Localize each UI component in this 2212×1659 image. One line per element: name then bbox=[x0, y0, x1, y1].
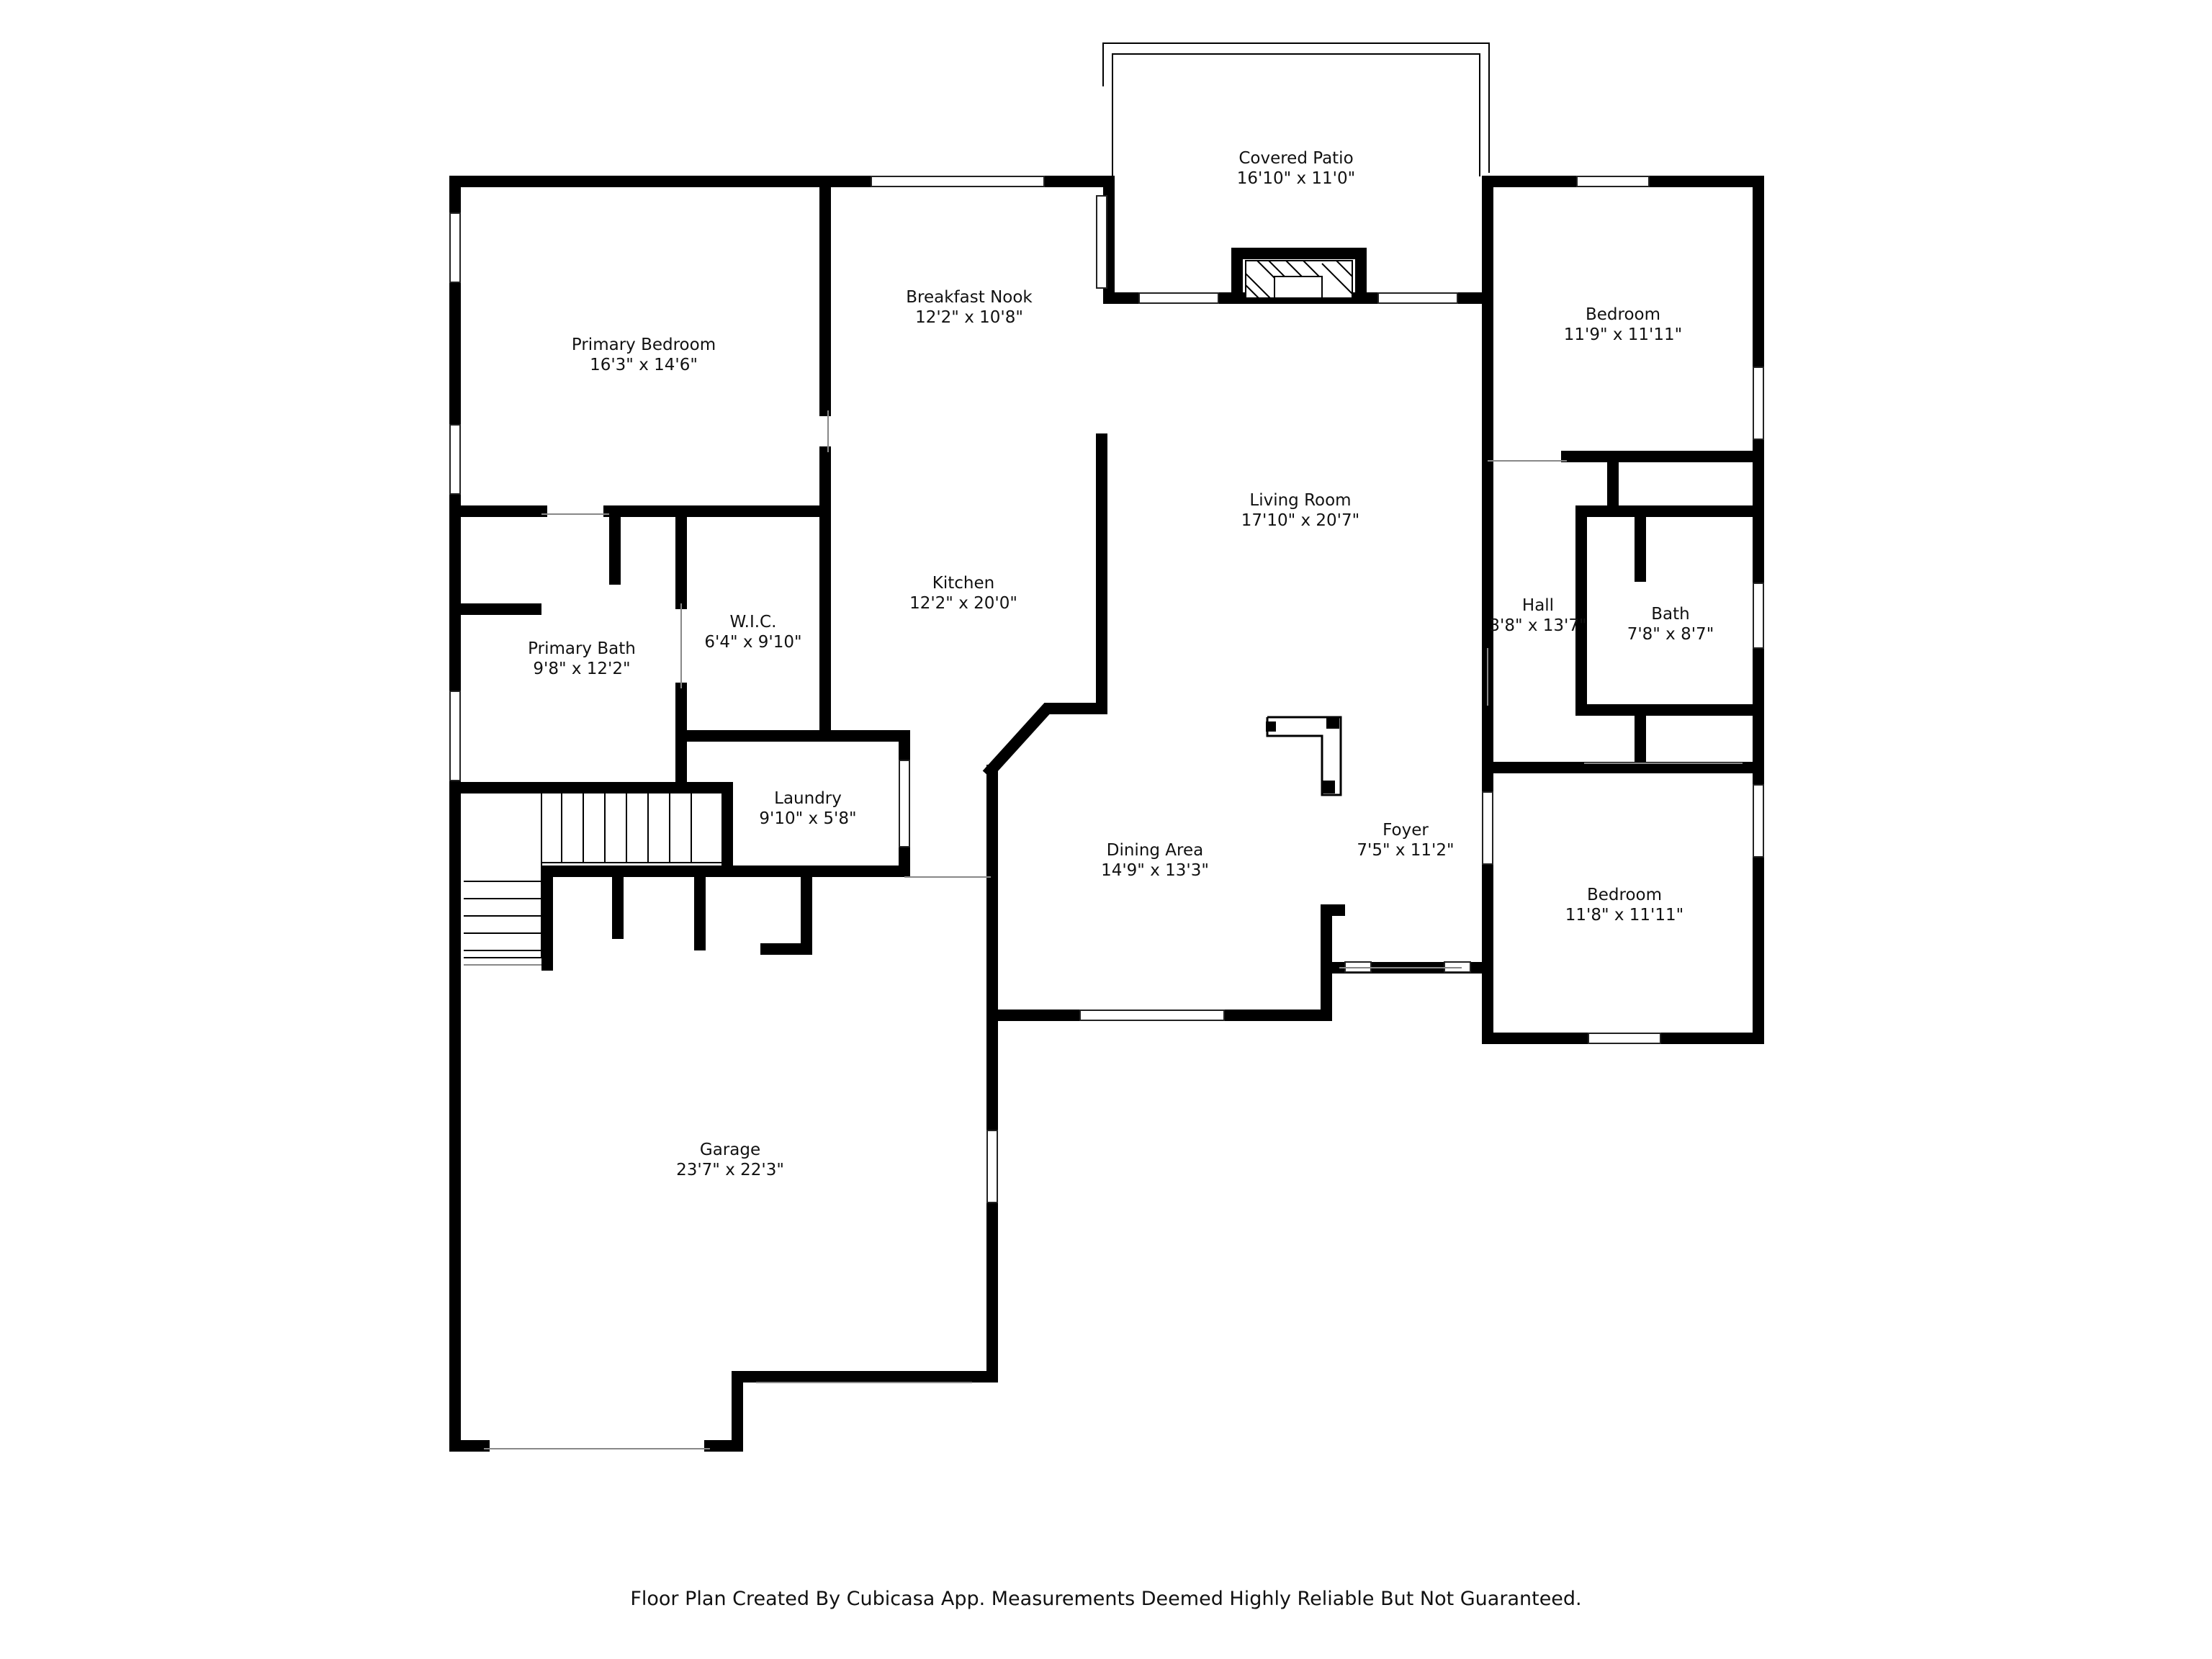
room-name: Bedroom bbox=[1586, 305, 1660, 324]
room-name: Garage bbox=[700, 1141, 760, 1159]
room-dims: 11'9" x 11'11" bbox=[1564, 325, 1682, 344]
room-name: Bedroom bbox=[1587, 886, 1662, 904]
room-dims: 12'2" x 20'0" bbox=[909, 594, 1017, 613]
interior-walls bbox=[449, 176, 1764, 974]
room-dims: 12'2" x 10'8" bbox=[915, 308, 1023, 327]
room-dims: 17'10" x 20'7" bbox=[1241, 511, 1359, 530]
kitchen-counter bbox=[1266, 716, 1342, 796]
room-dims: 6'4" x 9'10" bbox=[704, 633, 801, 652]
room-foyer: Foyer 7'5" x 11'2" bbox=[1357, 821, 1454, 860]
covered-patio-outline bbox=[1102, 42, 1490, 187]
room-laundry: Laundry 9'10" x 5'8" bbox=[759, 789, 856, 828]
room-dims: 7'8" x 8'7" bbox=[1627, 625, 1714, 644]
room-dims: 23'7" x 22'3" bbox=[676, 1161, 784, 1179]
room-dims: 9'10" x 5'8" bbox=[759, 809, 856, 828]
room-breakfast-nook: Breakfast Nook 12'2" x 10'8" bbox=[906, 288, 1033, 327]
room-name: Kitchen bbox=[932, 574, 994, 593]
floor-plan-caption: Floor Plan Created By Cubicasa App. Meas… bbox=[630, 1588, 1582, 1610]
room-kitchen: Kitchen 12'2" x 20'0" bbox=[909, 574, 1017, 613]
room-garage: Garage 23'7" x 22'3" bbox=[676, 1141, 784, 1179]
room-hall: Hall 3'8" x 13'7" bbox=[1489, 596, 1586, 635]
room-name: Dining Area bbox=[1107, 841, 1204, 860]
staircase bbox=[464, 791, 724, 958]
room-dims: 11'8" x 11'11" bbox=[1565, 906, 1683, 925]
room-name: Primary Bedroom bbox=[572, 336, 716, 354]
room-name: Covered Patio bbox=[1238, 149, 1353, 168]
room-wic: W.I.C. 6'4" x 9'10" bbox=[704, 613, 801, 652]
room-dims: 16'10" x 11'0" bbox=[1237, 169, 1355, 188]
room-dims: 16'3" x 14'6" bbox=[590, 356, 698, 374]
room-primary-bedroom: Primary Bedroom 16'3" x 14'6" bbox=[572, 336, 716, 374]
room-bath: Bath 7'8" x 8'7" bbox=[1627, 605, 1714, 644]
room-dining-area: Dining Area 14'9" x 13'3" bbox=[1101, 841, 1209, 880]
room-covered-patio: Covered Patio 16'10" x 11'0" bbox=[1237, 149, 1355, 188]
room-name: W.I.C. bbox=[730, 613, 777, 631]
room-dims: 7'5" x 11'2" bbox=[1357, 841, 1454, 860]
room-name: Living Room bbox=[1249, 491, 1351, 510]
room-dims: 14'9" x 13'3" bbox=[1101, 861, 1209, 880]
room-bedroom-top: Bedroom 11'9" x 11'11" bbox=[1564, 305, 1682, 344]
room-dims: 9'8" x 12'2" bbox=[533, 660, 630, 678]
room-name: Hall bbox=[1522, 596, 1554, 615]
door-openings bbox=[464, 410, 1743, 1449]
room-name: Breakfast Nook bbox=[906, 288, 1033, 307]
room-name: Primary Bath bbox=[528, 639, 636, 658]
room-name: Foyer bbox=[1382, 821, 1429, 840]
room-name: Laundry bbox=[774, 789, 842, 808]
room-dims: 3'8" x 13'7" bbox=[1489, 616, 1586, 635]
room-primary-bath: Primary Bath 9'8" x 12'2" bbox=[528, 639, 636, 678]
fireplace bbox=[1245, 260, 1353, 299]
room-living-room: Living Room 17'10" x 20'7" bbox=[1241, 491, 1359, 530]
room-name: Bath bbox=[1651, 605, 1689, 624]
room-bedroom-bottom: Bedroom 11'8" x 11'11" bbox=[1565, 886, 1683, 925]
